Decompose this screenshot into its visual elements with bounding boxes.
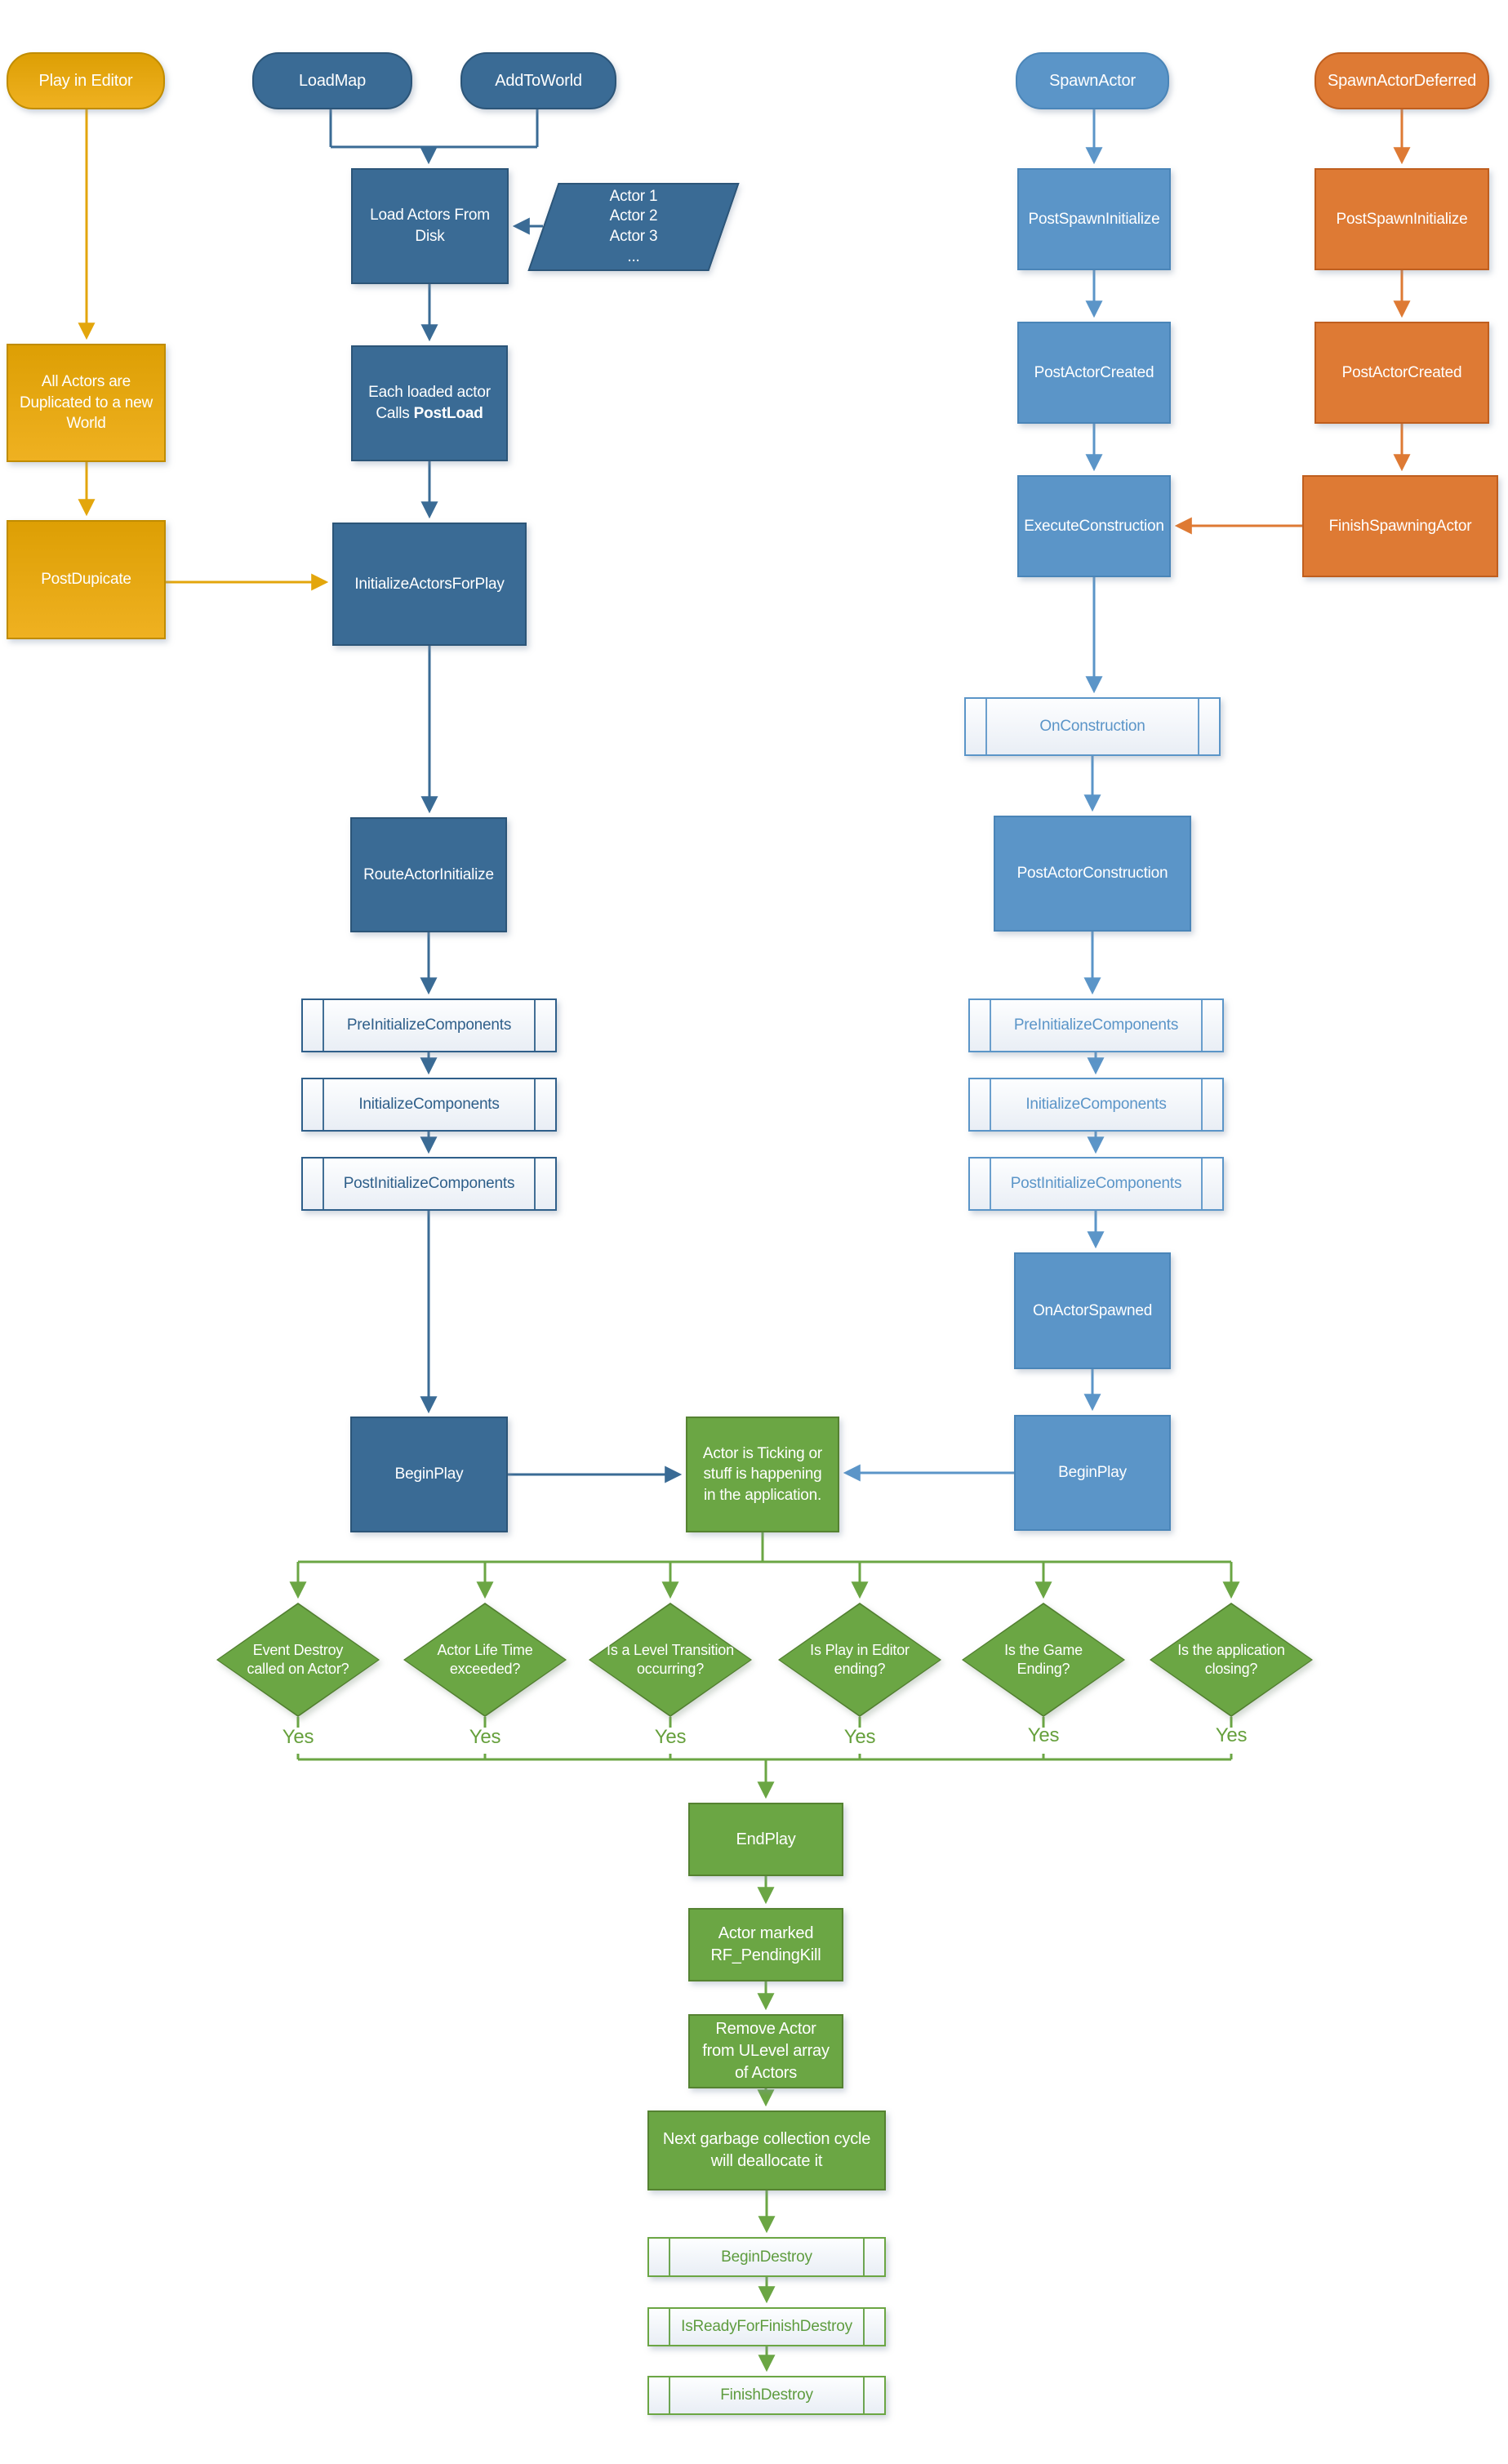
node-on-construction: OnConstruction (964, 697, 1221, 756)
decision-label: Is a Level Transition occurring? (607, 1641, 734, 1677)
node-add-to-world: AddToWorld (460, 52, 616, 109)
node-actor-ticking: Actor is Ticking or stuff is happening i… (686, 1417, 839, 1532)
node-post-actor-construction: PostActorConstruction (994, 816, 1191, 932)
node-all-actors-duplicated: All Actors are Duplicated to a new World (7, 344, 166, 462)
node-each-loaded-actor: Each loaded actor Calls PostLoad (351, 345, 508, 461)
yes-label: Yes (469, 1726, 501, 1748)
node-route-actor-initialize: RouteActorInitialize (350, 817, 507, 932)
decision-label: Is the Game Ending? (1004, 1641, 1083, 1677)
node-actor-list-parallelogram: Actor 1 Actor 2 Actor 3 ... (527, 183, 740, 271)
node-post-actor-created-orange: PostActorCreated (1314, 322, 1489, 424)
node-load-map: LoadMap (252, 52, 412, 109)
node-execute-construction: ExecuteConstruction (1017, 475, 1171, 577)
node-next-garbage: Next garbage collection cycle will deall… (647, 2110, 886, 2190)
decision-event-destroy: Event Destroy called on Actor? (216, 1603, 380, 1717)
node-finish-destroy: FinishDestroy (647, 2376, 886, 2415)
actor-list-item: ... (627, 247, 640, 265)
yes-label: Yes (1215, 1724, 1248, 1746)
node-spawn-actor-deferred: SpawnActorDeferred (1314, 52, 1489, 109)
node-post-spawn-initialize-orange: PostSpawnInitialize (1314, 168, 1489, 270)
decision-pie-ending: Is Play in Editor ending? (778, 1603, 941, 1717)
node-post-spawn-initialize-blue: PostSpawnInitialize (1017, 168, 1171, 270)
yes-label: Yes (1027, 1724, 1060, 1746)
node-post-initialize-components-left: PostInitializeComponents (301, 1157, 557, 1211)
node-initialize-components-right: InitializeComponents (968, 1078, 1224, 1132)
node-spawn-actor: SpawnActor (1016, 52, 1169, 109)
each-loaded-line2: Calls PostLoad (376, 405, 483, 422)
node-on-actor-spawned: OnActorSpawned (1014, 1252, 1171, 1369)
yes-label: Yes (282, 1726, 314, 1748)
decision-game-ending: Is the Game Ending? (962, 1603, 1125, 1717)
node-actor-marked-pendingkill: Actor marked RF_PendingKill (688, 1908, 843, 1981)
decision-level-transition: Is a Level Transition occurring? (589, 1603, 752, 1717)
node-pre-initialize-components-right: PreInitializeComponents (968, 998, 1224, 1052)
actor-list-item: Actor 1 (609, 187, 658, 205)
node-play-in-editor: Play in Editor (7, 52, 165, 109)
decision-life-time: Actor Life Time exceeded? (403, 1603, 567, 1717)
yes-label: Yes (654, 1726, 687, 1748)
node-post-initialize-components-right: PostInitializeComponents (968, 1157, 1224, 1211)
node-post-dupicate: PostDupicate (7, 520, 166, 639)
decision-label: Event Destroy called on Actor? (247, 1641, 349, 1677)
decision-label: Is the application closing? (1177, 1641, 1285, 1677)
node-remove-actor: Remove Actor from ULevel array of Actors (688, 2014, 843, 2088)
decision-label: Actor Life Time exceeded? (437, 1641, 533, 1677)
node-begin-play-left: BeginPlay (350, 1417, 508, 1532)
node-end-play: EndPlay (688, 1803, 843, 1876)
decision-label: Is Play in Editor ending? (810, 1641, 910, 1677)
node-begin-destroy: BeginDestroy (647, 2237, 886, 2277)
node-begin-play-right: BeginPlay (1014, 1415, 1171, 1531)
node-is-ready-for-finish-destroy: IsReadyForFinishDestroy (647, 2307, 886, 2346)
node-finish-spawning-actor: FinishSpawningActor (1302, 475, 1498, 577)
node-load-actors-from-disk: Load Actors From Disk (351, 168, 509, 284)
actor-list-item: Actor 3 (609, 228, 658, 245)
yes-label: Yes (843, 1726, 876, 1748)
node-pre-initialize-components-left: PreInitializeComponents (301, 998, 557, 1052)
each-loaded-line1: Each loaded actor (368, 384, 491, 402)
node-post-actor-created-blue: PostActorCreated (1017, 322, 1171, 424)
node-initialize-components-left: InitializeComponents (301, 1078, 557, 1132)
actor-list-item: Actor 2 (609, 207, 658, 225)
decision-app-closing: Is the application closing? (1150, 1603, 1313, 1717)
node-initialize-actors-for-play: InitializeActorsForPlay (332, 523, 527, 646)
